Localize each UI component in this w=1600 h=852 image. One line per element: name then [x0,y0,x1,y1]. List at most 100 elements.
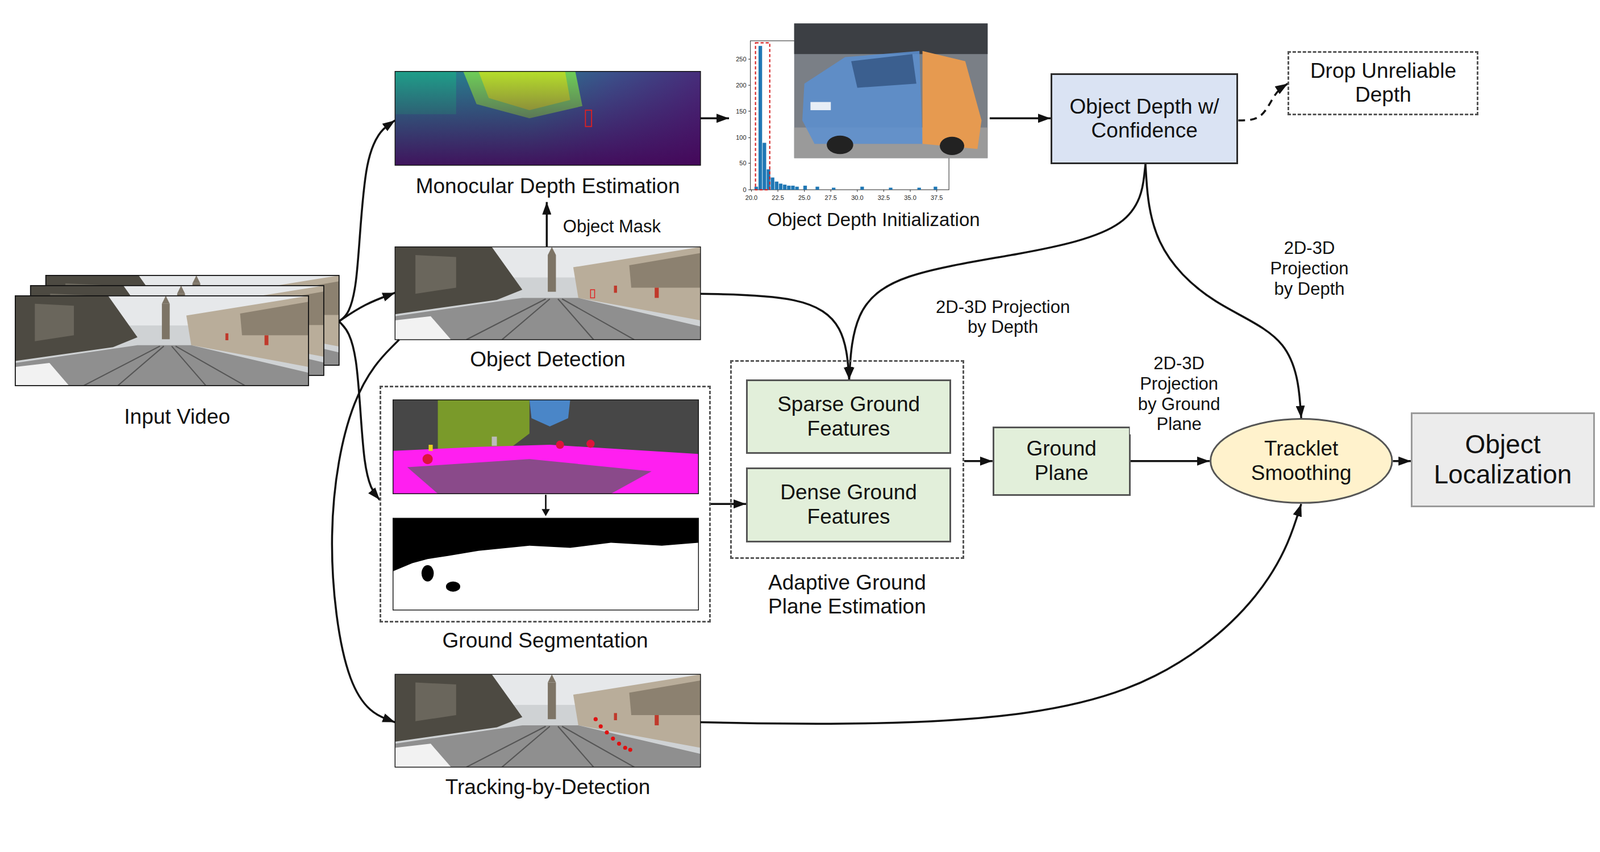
depth-histogram [778,183,783,190]
car-image [810,102,831,111]
tracking-image [628,747,633,752]
axis-tick-label: 32.5 [877,194,890,202]
segmentation-image [428,444,433,452]
depth-map-image [394,71,701,166]
edge-label: 2D-3D Projection by Depth [929,297,1077,338]
edge-label: Object Mask [560,216,664,237]
arrow-connector [546,202,549,248]
car-image [794,23,988,158]
car-image [794,23,988,54]
tracking-image [394,674,701,768]
detection-image [394,247,701,340]
axis-tick-label: 25.0 [798,194,811,202]
detection-panel: Object Detection [394,247,701,340]
ground-mask-image [446,581,461,593]
axis-tick-label: 37.5 [930,194,943,202]
car-image [826,135,854,154]
depth-histogram [933,186,937,190]
axis-tick-label: 100 [735,134,747,141]
depth-histogram [748,85,751,86]
node-label: Tracklet Smoothing [1235,436,1368,486]
segmentation-image [544,494,547,511]
depth-histogram [790,185,795,190]
depth-histogram [758,46,762,190]
node-label: Object Localization [1420,429,1585,490]
output-box: Object Localization [1410,412,1595,508]
segmentation-image [529,400,571,427]
depth-histogram [754,46,938,190]
axis-tick-label: 27.5 [825,194,837,202]
segmentation-image [393,400,699,494]
ground-mask-image [421,565,435,582]
tracking-image [623,746,628,750]
tracking-image [593,717,598,722]
depth-histogram [748,110,751,112]
arrow-connector [700,293,850,380]
segmentation-image [393,400,699,494]
arrow-connector [339,292,396,322]
segmentation-image [407,459,652,494]
segmentation-image [393,400,699,517]
feature-box: Dense Ground Features [746,467,952,544]
tracking-image [394,674,701,768]
segmentation-image [422,453,433,465]
axis-tick-label: 150 [735,107,747,115]
tracking-panel: Tracking-by-Detection [394,674,701,768]
arrow-connector [339,321,381,500]
axis-tick-label: 35.0 [903,194,916,202]
ellipse-outline [1210,419,1393,504]
depth-histogram [748,40,949,193]
depth-histogram [762,142,766,190]
depth-histogram [888,187,893,190]
axis-tick-label: 250 [735,56,747,63]
illustration [15,23,988,768]
caption-label: Tracking-by-Detection [445,775,651,800]
input-video: Input Video [15,275,340,386]
segmentation-group: Ground Segmentation [379,385,711,623]
video-frames [15,275,340,386]
depth-histogram [917,187,922,190]
depth-histogram [795,186,799,190]
video-frames [15,296,309,386]
car-image [794,23,988,158]
ground-mask-image [393,518,699,611]
depth-histogram [830,189,832,193]
axis-tick-label: 20.0 [745,194,758,202]
depth-histogram [803,189,805,193]
detection-image [394,247,701,340]
depth-histogram [755,42,770,190]
ground-mask-image [393,518,699,611]
depth-map-image [585,110,592,127]
depth-histogram [750,40,949,190]
tracking-image [604,730,609,735]
tracking-image [598,724,603,729]
arrow-connector [331,339,399,723]
depth-histogram [775,181,779,190]
axis-tick-label: 200 [735,82,747,89]
arrow-connector [700,117,729,120]
tracking-image [617,742,622,747]
node-label: Sparse Ground Features [755,392,942,441]
caption-label: Adaptive Ground Plane Estimation [753,571,941,620]
depth-histogram [771,177,775,191]
arrow-connector [710,502,747,506]
depth-histogram [751,189,752,193]
caption-label: Monocular Depth Estimation [415,174,681,199]
caption-label: Object Detection [469,347,626,373]
detection-image [590,289,595,298]
depth-histogram [782,184,787,190]
segmentation-image [586,439,595,448]
optional-box: Drop Unreliable Depth [1287,51,1479,116]
histogram-panel: Object Depth Initialization [728,22,990,193]
axis-tick-label: 0 [742,186,747,194]
arrow-connector [339,120,396,322]
process-box: Ground Plane [992,426,1131,497]
detection-image [394,247,701,340]
depth-histogram [860,186,864,190]
depth-map-image [394,71,701,166]
node-label: Ground Plane [1002,436,1122,486]
depth-histogram [936,189,937,193]
arrow-connector [989,117,1051,120]
depth-histogram [748,189,751,191]
axis-tick-label: 30.0 [851,194,864,202]
